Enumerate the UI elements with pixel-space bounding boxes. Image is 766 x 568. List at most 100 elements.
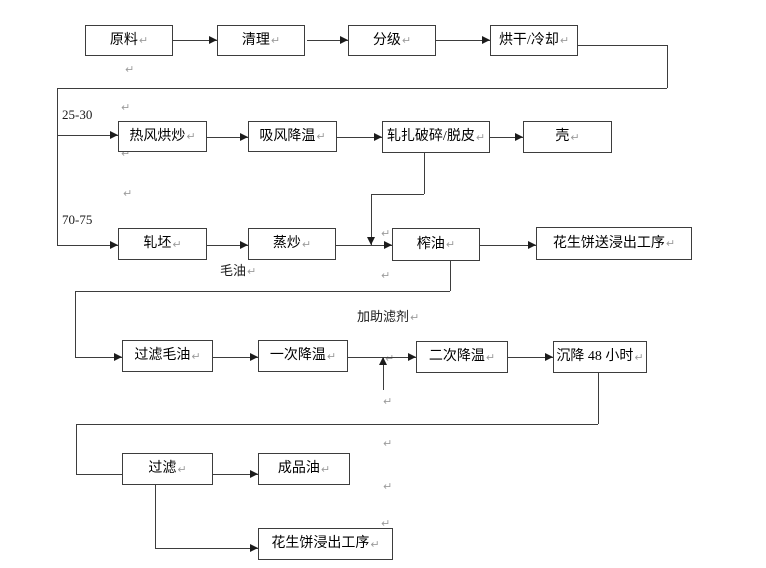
node-label: 烘干/冷却 [498,32,559,48]
arrowhead-right [384,241,392,249]
node-first-cooling[interactable]: 一次降温↵ [258,340,348,372]
paragraph-mark: ↵ [320,462,331,476]
connector-line [436,40,490,41]
connector-line [75,357,122,358]
connector-line [213,474,258,475]
paragraph-mark: ↵ [381,227,391,240]
node-label: 沉降 48 小时 [556,349,634,364]
connector-line [424,153,425,194]
node-flaking[interactable]: 轧坯↵ [118,228,207,260]
paragraph-mark: ↵ [177,462,187,476]
annotation-text: 70-75 [62,212,93,227]
connector-line [371,194,424,195]
node-steam-frying[interactable]: 蒸炒↵ [248,228,336,260]
node-label: 蒸炒 [272,236,301,251]
node-grading[interactable]: 分级↵ [348,25,436,56]
paragraph-mark: ↵ [634,350,644,364]
node-label: 吸风降温 [259,128,316,144]
connector-line [307,40,348,41]
arrowhead-right [240,241,248,249]
arrowhead-right [482,36,490,44]
node-filter-crude-oil[interactable]: 过滤毛油↵ [122,340,213,372]
paragraph-mark: ↵ [172,237,182,251]
paragraph-mark: ↵ [370,537,380,551]
paragraph-mark: ↵ [383,395,393,408]
paragraph-mark: ↵ [316,130,326,143]
paragraph-mark: ↵ [247,265,257,278]
connector-line [450,261,451,291]
node-cleaning[interactable]: 清理↵ [217,25,305,56]
paragraph-mark: ↵ [121,147,131,160]
paragraph-mark: ↵ [445,238,456,251]
paragraph-mark: ↵ [186,130,196,143]
node-finished-oil[interactable]: 成品油↵ [258,453,350,485]
arrowhead-up [379,357,387,365]
node-crushing-dehulling[interactable]: 轧扎破碎/脱皮↵ [382,121,490,153]
paragraph-mark: ↵ [381,517,391,530]
label-temp-70-75: 70-75 [62,213,92,226]
arrowhead-right [250,470,258,478]
node-shell[interactable]: 壳↵ [523,121,612,153]
node-label: 二次降温 [428,349,485,364]
node-raw-material[interactable]: 原料↵ [85,25,173,56]
connector-line [598,373,599,424]
node-oil-pressing[interactable]: 榨油↵ [392,228,480,261]
connector-line [57,135,118,136]
node-cake-to-extraction[interactable]: 花生饼送浸出工序↵ [536,227,692,260]
arrowhead-right [515,133,523,141]
connector-line [383,357,384,390]
node-label: 清理 [241,32,270,48]
arrowhead-right [545,353,553,361]
node-label: 过滤 [148,461,177,476]
arrowhead-down [367,237,375,245]
paragraph-mark: ↵ [665,237,676,250]
node-label: 一次降温 [269,348,326,363]
connector-line [75,291,450,292]
paragraph-mark: ↵ [570,130,580,144]
paragraph-mark: ↵ [125,63,135,76]
node-settling-48h[interactable]: 沉降 48 小时↵ [553,341,647,373]
arrowhead-right [250,544,258,552]
node-label: 轧扎破碎/脱皮 [386,129,475,144]
arrowhead-right [528,241,536,249]
node-hot-air-roasting[interactable]: 热风烘炒↵ [118,121,207,152]
node-suction-cooling[interactable]: 吸风降温↵ [248,121,337,152]
connector-line [508,357,553,358]
node-second-cooling[interactable]: 二次降温↵ [416,341,508,373]
node-cake-extraction-process[interactable]: 花生饼浸出工序↵ [258,528,393,560]
node-filtering[interactable]: 过滤↵ [122,453,213,485]
connector-line [57,88,58,246]
arrowhead-right [408,353,416,361]
paragraph-mark: ↵ [383,480,393,493]
paragraph-mark: ↵ [401,34,412,47]
paragraph-mark: ↵ [485,350,496,364]
paragraph-mark: ↵ [383,437,393,450]
node-label: 壳 [555,129,570,144]
paragraph-mark: ↵ [191,349,201,363]
arrowhead-right [374,133,382,141]
connector-line [578,45,667,46]
paragraph-mark: ↵ [475,130,486,144]
connector-line [76,474,122,475]
label-temp-25-30: 25-30 [62,108,92,121]
node-label: 原料 [109,32,138,48]
node-drying-cooling[interactable]: 烘干/冷却↵ [490,25,578,56]
connector-line [155,548,258,549]
paragraph-mark: ↵ [123,187,133,200]
paragraph-mark: ↵ [326,349,337,363]
arrowhead-right [240,133,248,141]
connector-line [207,137,248,138]
arrowhead-right [110,131,118,139]
arrowhead-right [209,36,217,44]
connector-line [75,291,76,357]
node-label: 热风烘炒 [129,128,186,144]
connector-line [76,424,77,474]
connector-line [155,485,156,548]
connector-line [336,245,392,246]
paragraph-mark: ↵ [381,269,391,282]
node-label: 轧坯 [143,236,172,251]
connector-line [337,137,382,138]
label-crude-oil: 毛油↵ [220,264,256,277]
connector-line [371,194,372,245]
